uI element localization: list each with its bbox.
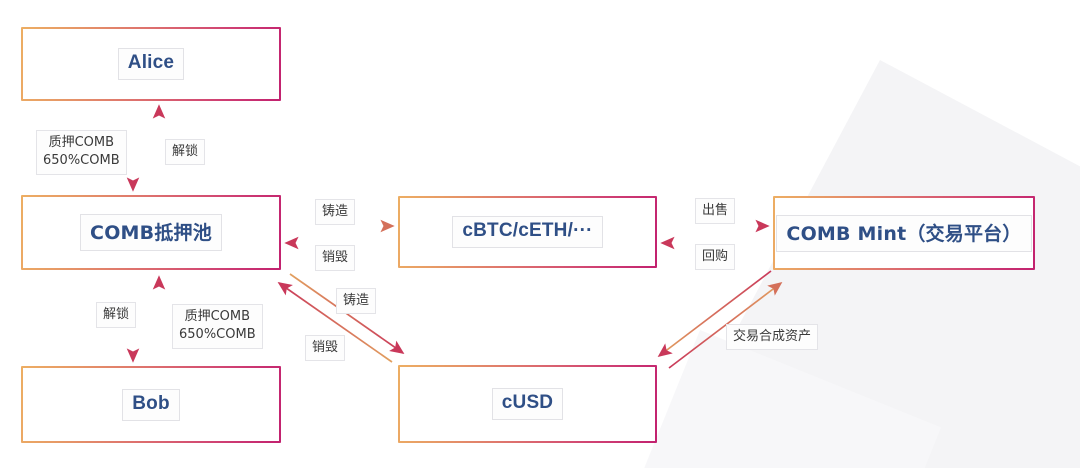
- node-bob-label: Bob: [122, 388, 180, 421]
- node-comb-mint-platform-label: COMB Mint（交易平台）: [776, 214, 1032, 252]
- edge-label-cbtc-mint: 铸造: [315, 199, 356, 225]
- node-comb-staking-pool[interactable]: COMB抵押池: [21, 195, 281, 270]
- node-alice-label: Alice: [117, 48, 185, 80]
- edge-label-cbtc-burn: 销毁: [315, 245, 356, 271]
- node-comb-staking-pool-label: COMB抵押池: [80, 214, 222, 251]
- node-cusd[interactable]: cUSD: [398, 365, 657, 443]
- node-bob[interactable]: Bob: [21, 366, 281, 443]
- node-cusd-label: cUSD: [491, 388, 564, 420]
- node-alice[interactable]: Alice: [21, 27, 281, 101]
- node-cbtc-ceth[interactable]: cBTC/cETH/···: [398, 196, 657, 268]
- edge-label-bob-unlock: 解锁: [96, 302, 137, 328]
- edge-label-cusd-mint: 铸造: [336, 288, 377, 314]
- edge-label-bob-stake: 质押COMB 650%COMB: [172, 304, 263, 349]
- edge-label-mint-buyback: 回购: [695, 244, 736, 270]
- edge-label-trade-synthetic-asset: 交易合成资产: [726, 324, 819, 350]
- edge-label-alice-stake: 质押COMB 650%COMB: [36, 130, 127, 175]
- edge-label-alice-unlock: 解锁: [165, 139, 206, 165]
- node-comb-mint-platform[interactable]: COMB Mint（交易平台）: [773, 196, 1035, 270]
- node-cbtc-ceth-label: cBTC/cETH/···: [452, 216, 603, 248]
- edge-label-mint-sell: 出售: [695, 198, 736, 224]
- edge-label-cusd-burn: 销毁: [305, 335, 346, 361]
